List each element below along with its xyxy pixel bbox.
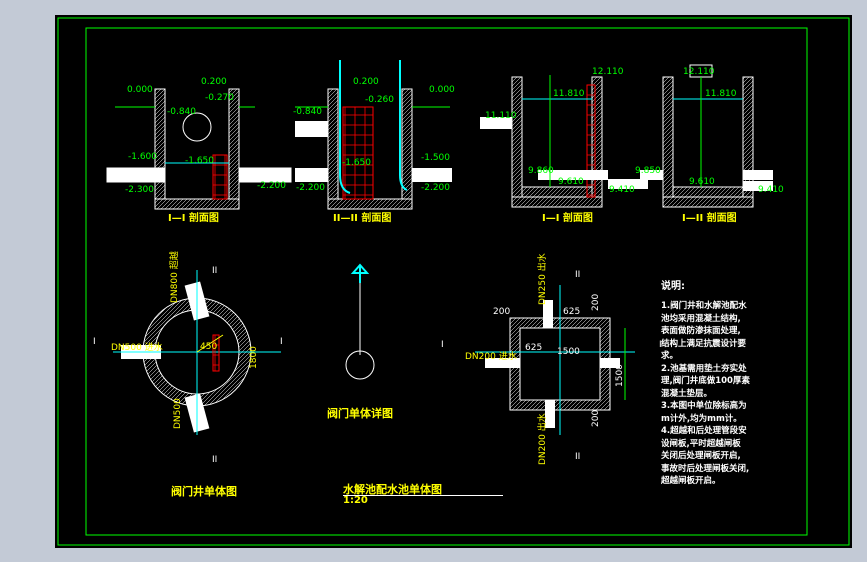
notes-lines: 1.阀门井和水解池配水池均采用混凝土结构, 表面做防渗抹面处理, 结构上满足抗震设计… (661, 300, 801, 488)
valve-detail (345, 263, 375, 380)
elev-s1-5: -1.650 (185, 156, 215, 166)
section-mark-8: II (575, 452, 581, 462)
section-2-drawing (295, 60, 452, 210)
section-1-pipe-opening (182, 112, 212, 142)
section-title-2: II—II 剖面图 (333, 213, 392, 224)
elev-s1-4: -1.600 (128, 152, 158, 162)
elev-s1-6: -2.300 (125, 185, 155, 195)
valve-well-plan (113, 270, 281, 435)
notes-heading: 说明: (661, 281, 685, 292)
pool-title: 水解池配水池单体图 (343, 483, 442, 496)
section-mark-3: I (280, 337, 283, 347)
inner-frame (85, 27, 808, 536)
section-title-3: I—I 剖面图 (542, 213, 593, 224)
pool-pipe-left-label: DN200 进水 (465, 352, 517, 362)
notes-line: 关闭后处理闸板开启, (661, 451, 741, 461)
well-right-dim: 1800 (249, 346, 259, 369)
drawing-canvas: .t { position: absolute; font-family: "D… (55, 15, 852, 548)
outer-frame (57, 17, 850, 546)
notes-block: 说明: 1.阀门井和水解池配水池均采用混凝土结构, 表面做防渗抹面处理, 结构上满足… (661, 277, 801, 488)
notes-line: 混凝土垫层。 (661, 388, 713, 399)
notes-line: 设闸板,平时超越闸板 (661, 438, 741, 449)
elev-s2-1: -0.840 (293, 107, 323, 117)
section-title-1: I—I 剖面图 (168, 213, 219, 224)
elev-s1-3: -0.840 (167, 107, 197, 117)
pool-pipe-bottom-label: DN200 出水 (538, 413, 548, 465)
elev-s2-0: 0.200 (353, 77, 379, 87)
notes-line: 1.阀门井和水解池配水 (661, 301, 747, 311)
elev-s2-7: -2.200 (421, 183, 451, 193)
section-mark-1: II (212, 266, 218, 276)
notes-line: 超越闸板开启。 (661, 476, 721, 486)
section-title-4: I—II 剖面图 (682, 213, 737, 224)
notes-line: 表面做防渗抹面处理, (661, 326, 741, 336)
notes-line: 4.超越和后处理管段安 (661, 426, 747, 436)
section-2-valve-stem-right (399, 60, 408, 191)
pool-title-underline (343, 495, 503, 496)
section-1-ladder (212, 154, 228, 200)
elev-s3-1: 11.810 (553, 89, 585, 99)
well-pipe-bottom-label: DN500 (173, 398, 183, 429)
section-mark-7: I (659, 340, 662, 350)
pool-dim-3: 625 (525, 343, 543, 353)
elev-s4-0: 12.110 (683, 67, 715, 77)
well-radius-label: 450 (200, 342, 218, 352)
well-pipe-left-label: DN500 进水 (111, 343, 163, 353)
notes-line: 2.池基需用垫土夯实处 (661, 363, 747, 374)
section-mark-4: II (212, 455, 218, 465)
section-1-drawing (106, 88, 292, 210)
elev-s1-0: 0.000 (127, 85, 153, 95)
pool-scale: 1:20 (343, 495, 368, 506)
elev-s3-0: 12.110 (592, 67, 624, 77)
cad-drawing (57, 17, 850, 546)
section-2-valve-stem-left (339, 60, 351, 194)
elev-s3-5: 9.410 (609, 185, 635, 195)
elev-s3-4: 9.610 (558, 177, 584, 187)
elev-s1-1: 0.200 (201, 77, 227, 87)
pool-dim-0: 200 (493, 307, 511, 317)
elev-s3-3: 9.860 (528, 166, 554, 176)
notes-line: 理,阀门井底做100厚素 (661, 376, 750, 386)
notes-line: 池均采用混凝土结构, (661, 313, 741, 324)
section-3-drawing (480, 75, 648, 208)
section-mark-2: I (93, 337, 96, 347)
pool-dim-2: 200 (591, 293, 601, 311)
notes-line: 求。 (661, 351, 679, 361)
valve-well-ladder (212, 334, 220, 372)
pool-plan (475, 285, 635, 435)
elev-s2-6: -2.200 (296, 183, 326, 193)
section-mark-6: I (441, 340, 444, 350)
pool-dim-6: 1500 (615, 364, 625, 387)
notes-line: 结构上满足抗震设计要 (661, 338, 747, 349)
pool-pipe-top-label: DN250 出水 (538, 253, 548, 305)
elev-s2-4: -1.650 (342, 158, 372, 168)
elev-s1-7: -2.200 (257, 181, 287, 191)
elev-s1-2: -0.270 (205, 93, 235, 103)
section-2-ladder (342, 106, 374, 200)
elev-s2-3: 0.000 (429, 85, 455, 95)
elev-s2-2: -0.260 (365, 95, 395, 105)
notes-line: m计外,均为mm计。 (661, 413, 742, 424)
section-3-ladder (586, 84, 596, 198)
elev-s4-2: 9.850 (635, 166, 661, 176)
elev-s2-5: -1.500 (421, 153, 451, 163)
valve-detail-title: 阀门单体详图 (327, 407, 393, 420)
elev-s4-4: 9.410 (758, 185, 784, 195)
pool-dim-4: 1500 (557, 347, 580, 357)
elev-s3-2: 11.110 (485, 111, 517, 121)
notes-line: 事故时后处理闸板关闭, (661, 463, 750, 474)
section-mark-5: II (575, 270, 581, 280)
pool-dim-1: 625 (563, 307, 581, 317)
notes-line: 3.本图中单位除标高为 (661, 401, 747, 411)
valve-well-title: 阀门井单体图 (171, 485, 237, 498)
pool-dim-5: 200 (591, 409, 601, 427)
elev-s4-3: 9.610 (689, 177, 715, 187)
well-pipe-top-label: DN800 超越 (170, 251, 180, 303)
elev-s4-1: 11.810 (705, 89, 737, 99)
section-4-drawing (640, 64, 773, 208)
